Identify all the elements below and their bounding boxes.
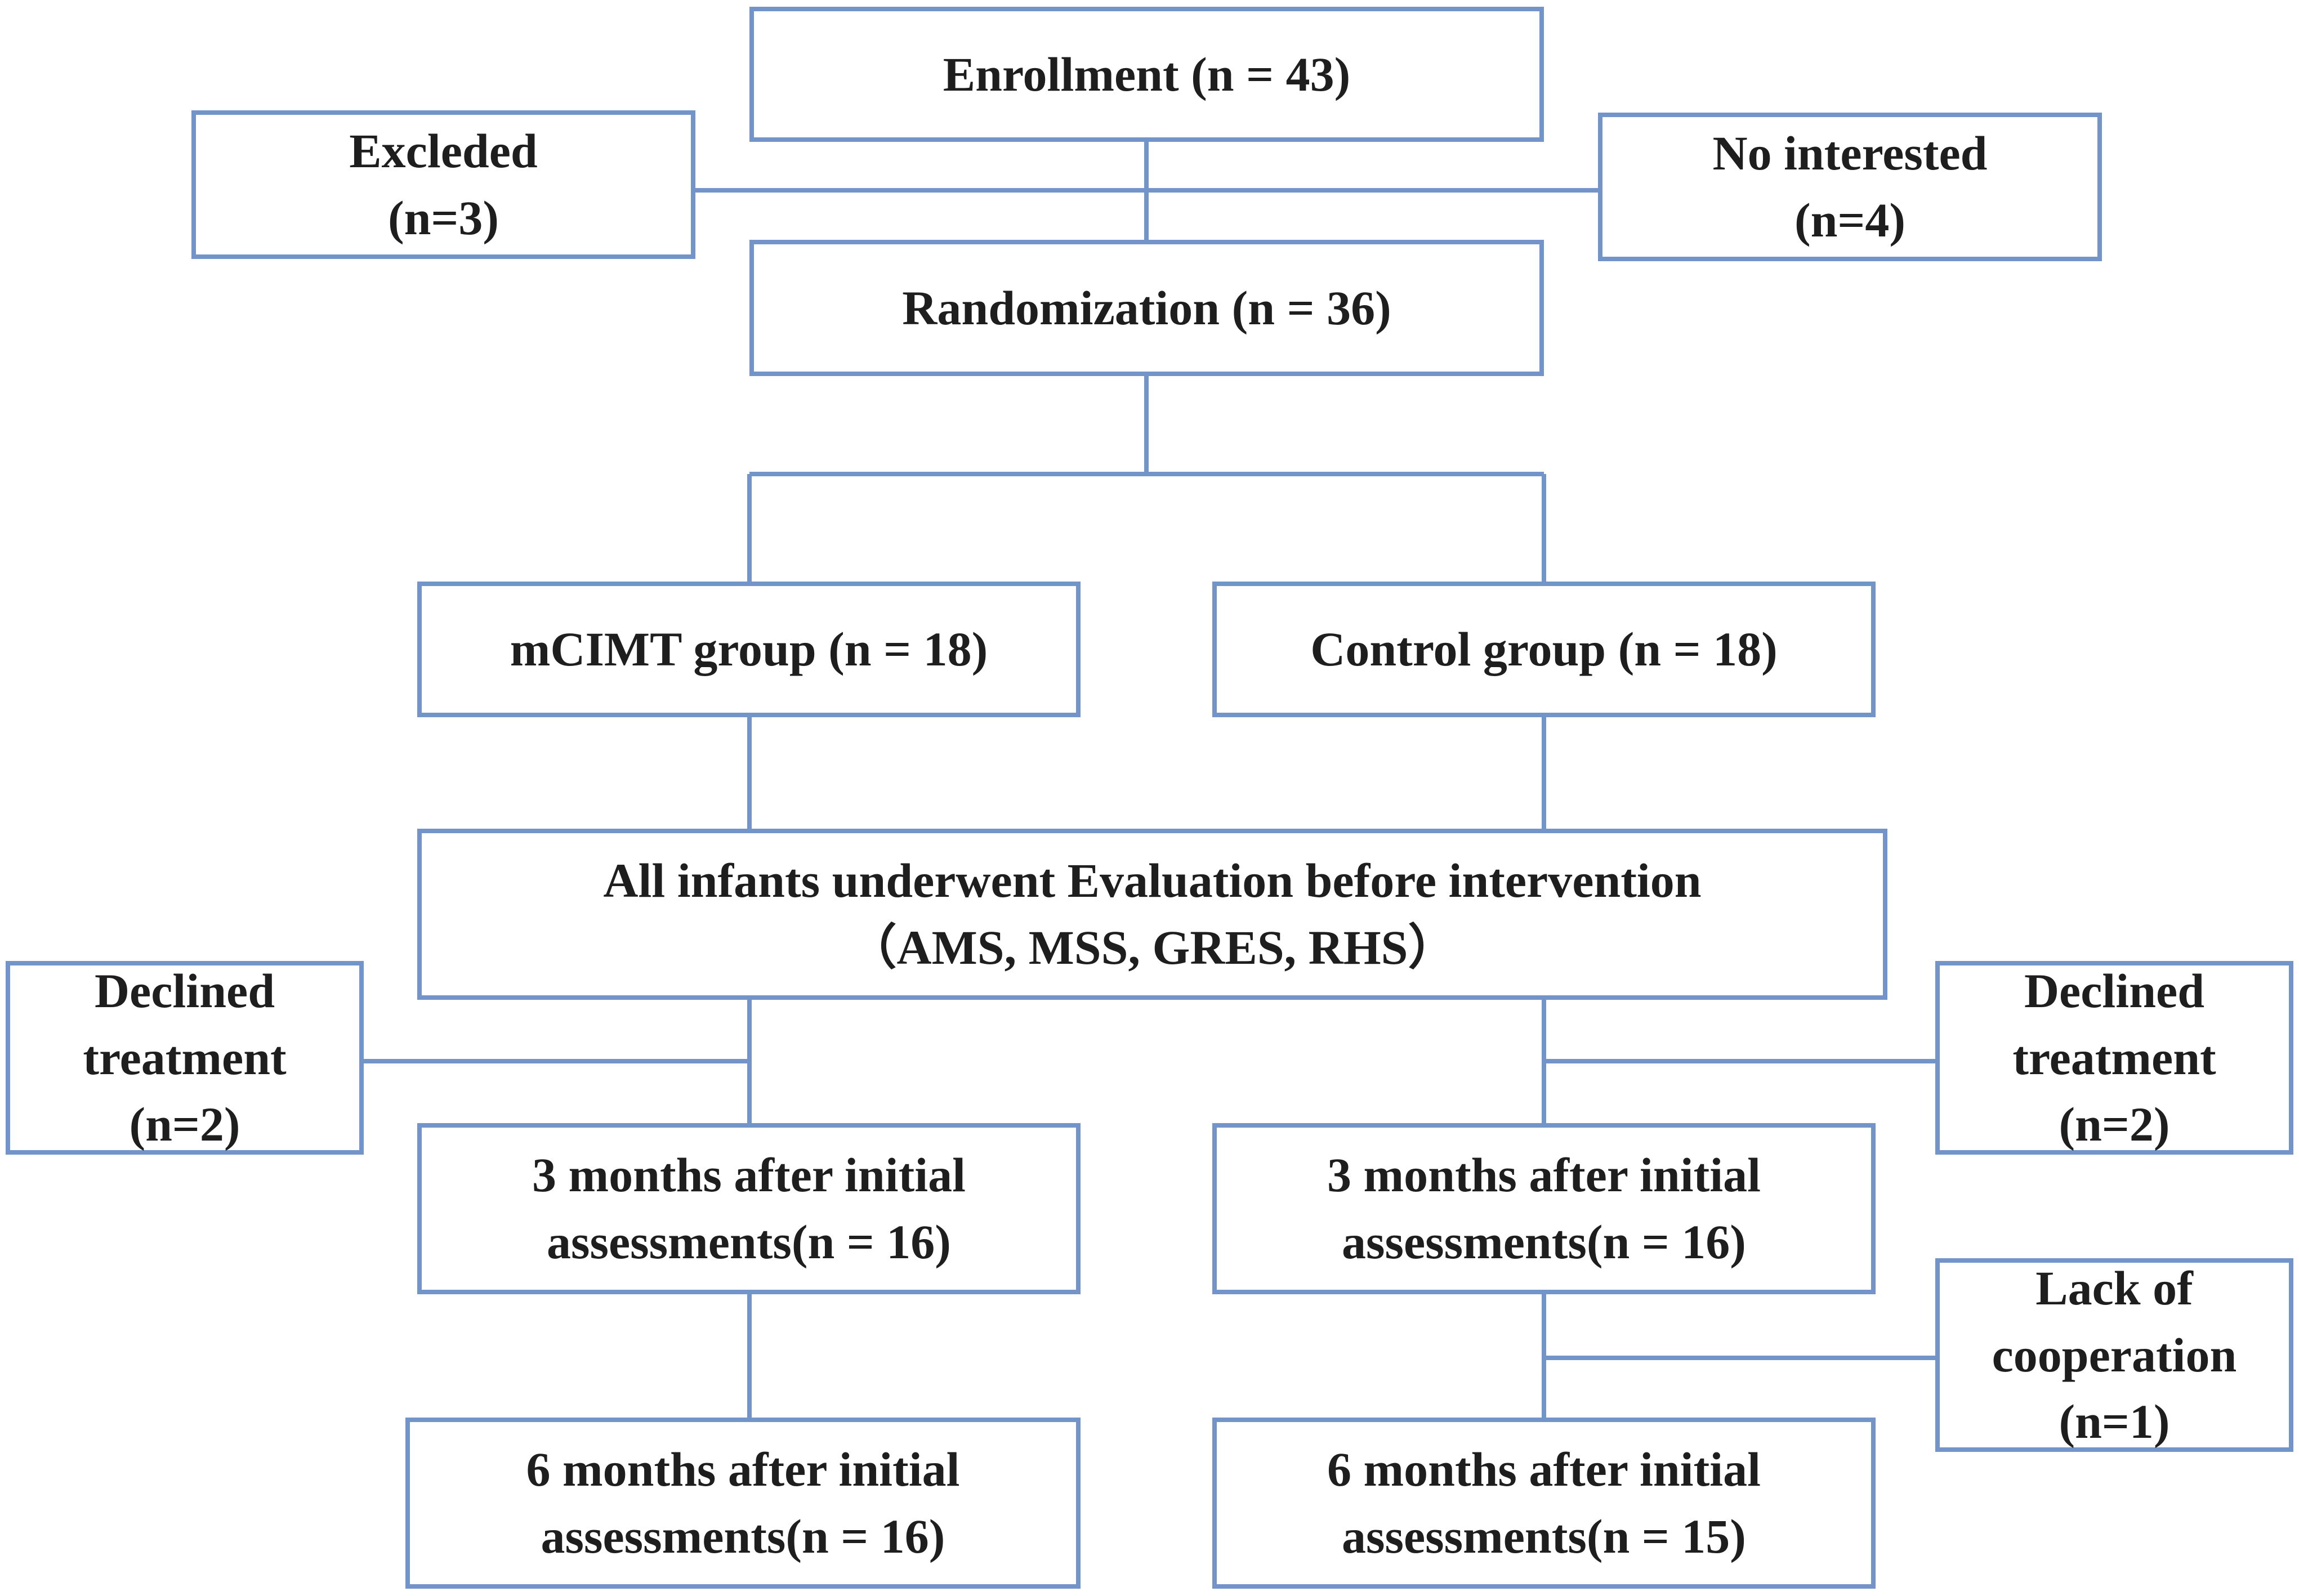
declined-right-count: (n=2) [2059, 1097, 2170, 1152]
declined-left-line1: Declined [94, 964, 275, 1018]
mcimt-6-months-line2: assessments(n = 16) [541, 1509, 945, 1563]
control-3-months-line1: 3 months after initial [1327, 1148, 1761, 1202]
control-group-box: Control group (n = 18) [1212, 582, 1876, 717]
randomization-box: Randomization (n = 36) [749, 240, 1544, 376]
control-group-label: Control group (n = 18) [1310, 622, 1778, 677]
not-interested-box: No interested (n=4) [1598, 113, 2102, 261]
excluded-label: Excleded [349, 124, 538, 178]
control-3-months-line2: assessments(n = 16) [1342, 1215, 1746, 1269]
enrollment-box: Enrollment (n = 43) [749, 7, 1544, 142]
lack-cooperation-line2: cooperation [1992, 1327, 2237, 1382]
excluded-box: Excleded (n=3) [191, 110, 695, 259]
control-6-months-box: 6 months after initial assessments(n = 1… [1212, 1418, 1876, 1589]
declined-right-line1: Declined [2024, 964, 2205, 1018]
evaluation-measures: （AMS, MSS, GRES, RHS） [848, 920, 1457, 974]
control-3-months-box: 3 months after initial assessments(n = 1… [1212, 1123, 1876, 1294]
randomization-label: Randomization (n = 36) [902, 280, 1391, 335]
control-6-months-line2: assessments(n = 15) [1342, 1509, 1746, 1563]
lack-cooperation-count: (n=1) [2059, 1394, 2170, 1449]
mcimt-3-months-line1: 3 months after initial [532, 1148, 966, 1202]
declined-right-line2: treatment [2012, 1030, 2216, 1085]
control-6-months-line1: 6 months after initial [1327, 1442, 1761, 1497]
not-interested-count: (n=4) [1794, 193, 1906, 247]
mcimt-group-label: mCIMT group (n = 18) [510, 622, 988, 677]
evaluation-label: All infants underwent Evaluation before … [603, 853, 1702, 908]
not-interested-label: No interested [1712, 126, 1988, 181]
declined-left-line2: treatment [83, 1030, 287, 1085]
mcimt-3-months-box: 3 months after initial assessments(n = 1… [417, 1123, 1081, 1294]
lack-cooperation-box: Lack of cooperation (n=1) [1935, 1258, 2293, 1452]
evaluation-box: All infants underwent Evaluation before … [417, 829, 1887, 1000]
mcimt-3-months-line2: assessments(n = 16) [547, 1215, 951, 1269]
declined-right-box: Declined treatment (n=2) [1935, 961, 2293, 1155]
enrollment-label: Enrollment (n = 43) [943, 47, 1351, 101]
declined-left-count: (n=2) [129, 1097, 240, 1152]
excluded-count: (n=3) [387, 191, 499, 245]
lack-cooperation-line1: Lack of [2035, 1261, 2193, 1315]
mcimt-group-box: mCIMT group (n = 18) [417, 582, 1081, 717]
mcimt-6-months-box: 6 months after initial assessments(n = 1… [405, 1418, 1081, 1589]
declined-left-box: Declined treatment (n=2) [6, 961, 364, 1155]
mcimt-6-months-line1: 6 months after initial [526, 1442, 960, 1497]
